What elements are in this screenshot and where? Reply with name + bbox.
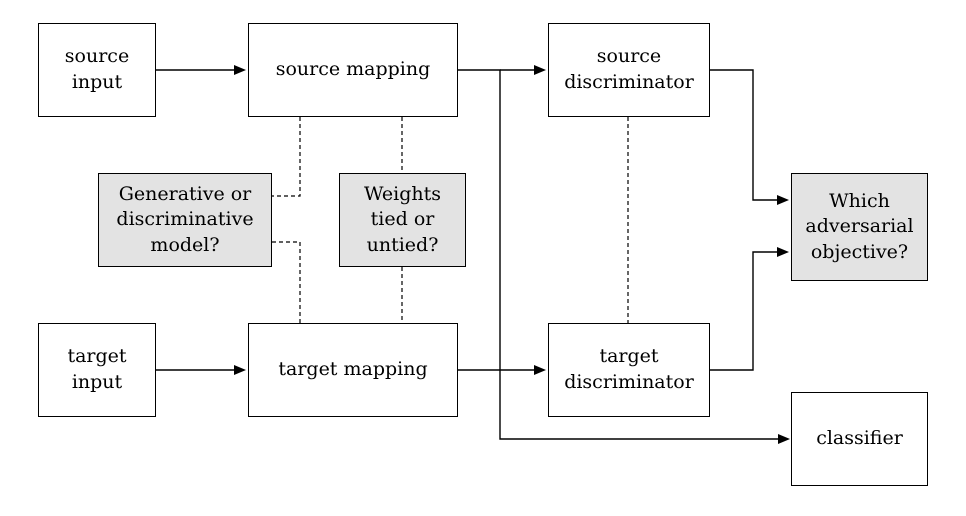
arrowhead-objective-bottom: [777, 247, 789, 257]
weights-question-label: Weights tied or untied?: [363, 182, 442, 256]
edge-source-discriminator-to-objective: [710, 69, 779, 201]
arrowhead-source-discriminator: [534, 65, 546, 75]
target-mapping-label: target mapping: [278, 358, 428, 381]
arrowhead-target-mapping: [234, 365, 246, 375]
weights-question-box: Weights tied or untied?: [339, 173, 466, 267]
arrowhead-source-mapping: [234, 65, 246, 75]
arrowhead-objective-top: [777, 195, 789, 205]
target-mapping-box: target mapping: [248, 323, 458, 417]
target-discriminator-label: target discriminator: [564, 345, 694, 393]
arrowhead-target-discriminator: [534, 365, 546, 375]
target-input-box: target input: [38, 323, 156, 417]
generative-question-box: Generative or discriminative model?: [98, 173, 272, 267]
classifier-label: classifier: [816, 427, 903, 450]
target-input-label: target input: [67, 345, 127, 393]
adversarial-objective-label: Which adversarial objective?: [805, 189, 914, 263]
source-mapping-label: source mapping: [275, 58, 431, 81]
source-input-box: source input: [38, 23, 156, 117]
classifier-box: classifier: [791, 392, 928, 486]
dashed-target-mapping-to-generative-question: [272, 241, 301, 323]
target-discriminator-box: target discriminator: [548, 323, 710, 417]
edge-target-discriminator-to-objective: [710, 251, 779, 371]
source-input-label: source input: [64, 45, 130, 93]
edge-source-mapping-to-classifier: [458, 69, 780, 440]
source-mapping-box: source mapping: [248, 23, 458, 117]
dashed-source-mapping-to-generative-question: [272, 117, 301, 197]
source-discriminator-box: source discriminator: [548, 23, 710, 117]
arrowhead-classifier: [778, 434, 790, 444]
source-discriminator-label: source discriminator: [564, 45, 694, 93]
adversarial-objective-box: Which adversarial objective?: [791, 173, 928, 281]
generative-question-label: Generative or discriminative model?: [116, 182, 254, 256]
